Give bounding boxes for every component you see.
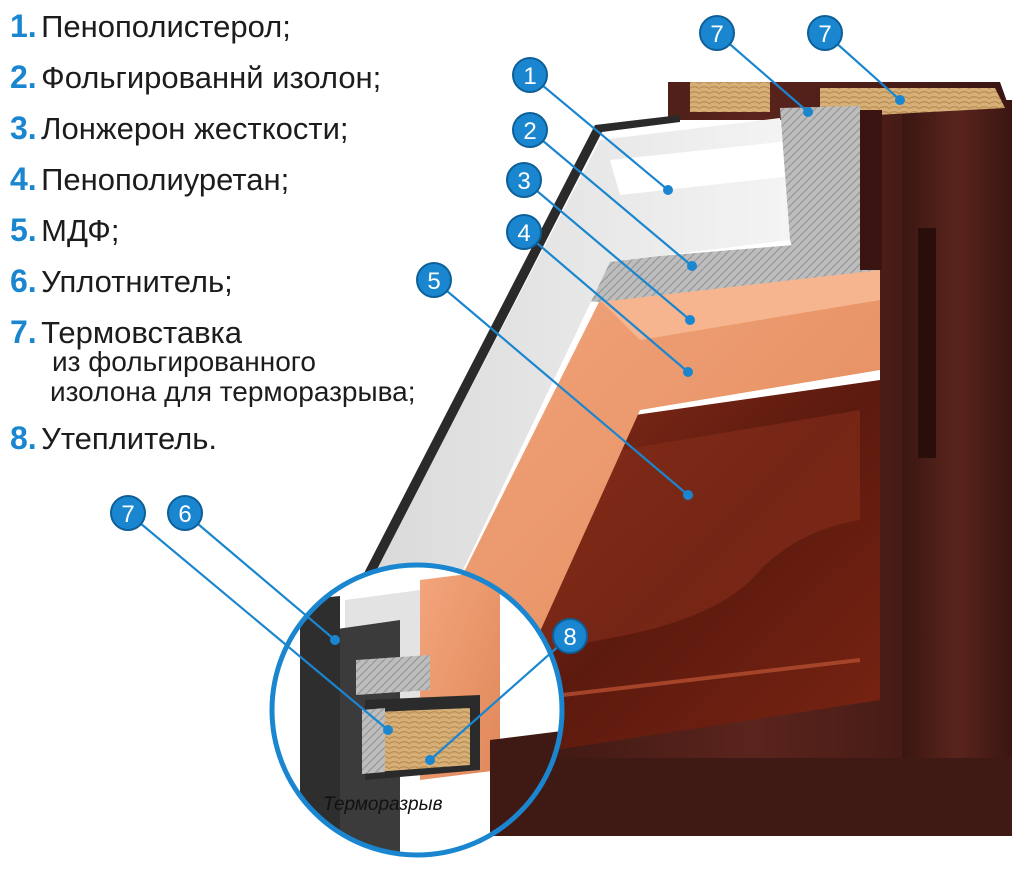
callout-2: 2 — [512, 112, 548, 148]
legend-text: МДФ; — [41, 213, 120, 248]
leader-3 — [523, 179, 691, 321]
legend-text: Утеплитель. — [41, 421, 218, 456]
outer-steel-sheet — [345, 115, 680, 614]
legend-text: Термовставка — [41, 315, 243, 350]
legend-num: 8. — [10, 420, 37, 456]
inset-circle-ring — [269, 562, 565, 858]
door-panel-groove — [519, 658, 861, 702]
leader-1 — [529, 74, 669, 191]
door-panel-bevel — [505, 410, 860, 660]
foil-insert-top — [780, 106, 870, 275]
legend-num: 7. — [10, 314, 37, 350]
leader-6 — [184, 512, 336, 641]
legend-item-4: 4. Пенополиуретан; — [10, 161, 289, 198]
callout-8: 8 — [552, 618, 588, 654]
top-insulation — [690, 82, 1005, 118]
legend-text: Уплотнитель; — [41, 264, 233, 299]
callout-6: 6 — [167, 495, 203, 531]
svg-text:8: 8 — [563, 624, 576, 651]
svg-text:2: 2 — [523, 118, 536, 145]
leader-2 — [529, 129, 693, 267]
legend-text: Пенополиуретан; — [41, 162, 290, 197]
svg-text:5: 5 — [427, 268, 440, 295]
callout-7b: 7 — [807, 15, 843, 51]
callout-5: 5 — [416, 262, 452, 298]
leader-4 — [523, 231, 689, 373]
svg-text:6: 6 — [178, 501, 191, 528]
legend-text: Фольгированнй изолон; — [41, 60, 382, 95]
legend-item-8: 8. Утеплитель. — [10, 420, 217, 457]
legend-item-2: 2. Фольгированнй изолон; — [10, 59, 381, 96]
legend-item-7-cont-2: изолона для терморазрыва; — [50, 376, 416, 407]
legend-item-7: 7. Термовставка — [10, 314, 242, 351]
legend-item-5: 5. МДФ; — [10, 212, 119, 249]
leader-7c — [127, 512, 389, 731]
legend-item-6: 6. Уплотнитель; — [10, 263, 233, 300]
legend-text: Лонжерон жесткости; — [41, 111, 349, 146]
mdf-bevel — [600, 268, 880, 340]
callout-1: 1 — [512, 57, 548, 93]
leader-5 — [433, 279, 689, 496]
legend-num: 1. — [10, 8, 37, 44]
legend-num: 2. — [10, 59, 37, 95]
svg-text:3: 3 — [517, 168, 530, 195]
svg-text:7: 7 — [818, 21, 831, 48]
frame-slot — [918, 228, 936, 458]
door-frame — [490, 82, 1012, 836]
polystyrene-layer — [360, 118, 790, 680]
legend-item-7-cont-1: из фольгированного — [52, 346, 316, 377]
legend-num: 3. — [10, 110, 37, 146]
leader-dots — [330, 95, 905, 765]
frame-right-post — [902, 100, 1012, 836]
callout-4: 4 — [506, 214, 542, 250]
leader-lines — [127, 32, 901, 761]
legend-item-1: 1. Пенополистерол; — [10, 8, 291, 45]
inset-caption: Терморазрыв — [323, 794, 443, 815]
svg-text:7: 7 — [710, 21, 723, 48]
legend-num: 6. — [10, 263, 37, 299]
legend-text: Пенополистерол; — [41, 9, 291, 44]
legend-item-3: 3. Лонжерон жесткости; — [10, 110, 349, 147]
callout-7a: 7 — [699, 15, 735, 51]
svg-text:7: 7 — [121, 501, 134, 528]
svg-text:4: 4 — [517, 220, 530, 247]
legend-num: 4. — [10, 161, 37, 197]
top-stiffener — [860, 110, 882, 270]
callout-3: 3 — [506, 162, 542, 198]
svg-text:1: 1 — [523, 63, 536, 90]
leader-8 — [429, 635, 571, 761]
leader-7a — [716, 32, 809, 113]
legend-num: 5. — [10, 212, 37, 248]
callout-7c: 7 — [110, 495, 146, 531]
